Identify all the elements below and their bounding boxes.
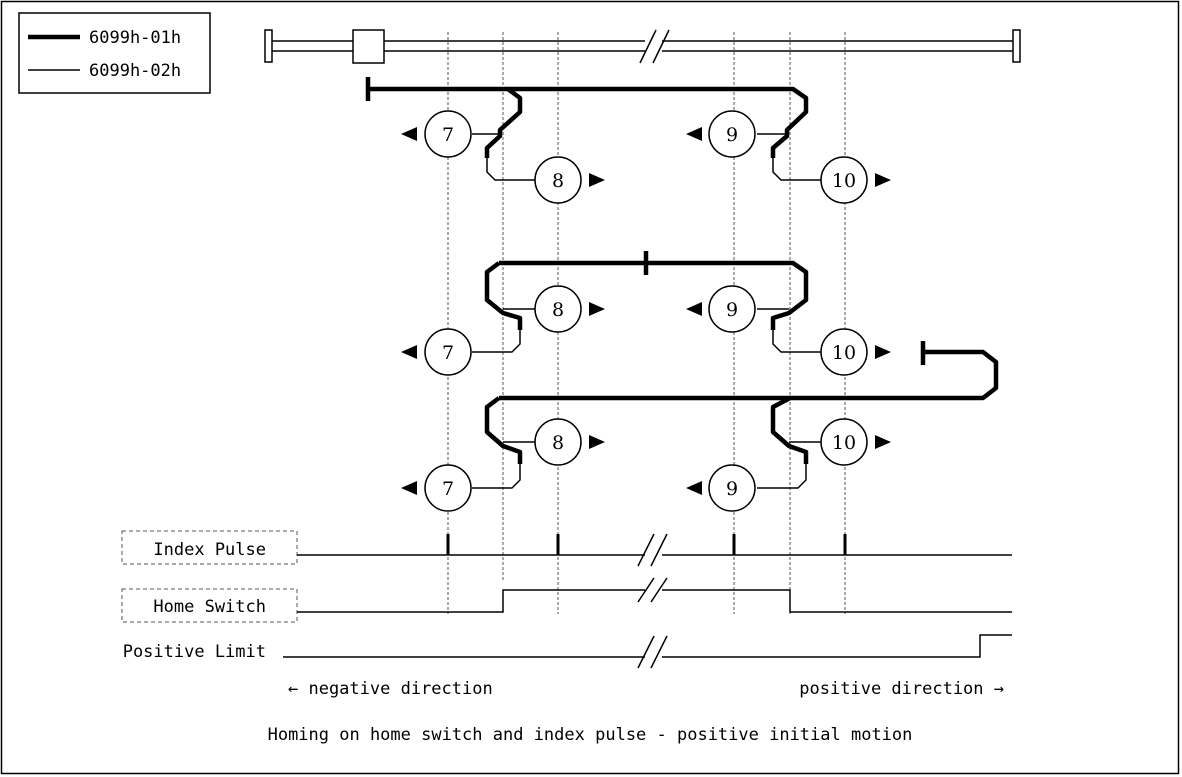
index-break-1 [637,533,655,567]
row3-return-path [499,349,999,401]
row1-thin-8 [486,150,535,181]
rail-right-stop [1012,29,1021,63]
marker-10-row3: 10 [820,418,868,466]
marker-8-row1: 8 [534,156,582,204]
arrow-left-9-row3 [686,481,702,495]
positive-direction-label: positive direction → [799,679,1004,699]
home-break-2 [650,577,668,603]
row1-right-path [508,86,809,158]
reference-lines [447,32,846,614]
row2-left-path [484,261,523,330]
arrow-right-8-row3 [589,435,605,449]
legend: 6099h-01h 6099h-02h [18,12,211,94]
row3-left-path [484,396,523,464]
carriage [352,29,385,64]
marker-label: 9 [726,299,738,321]
rail-left-stop [264,29,273,63]
marker-7-row3: 7 [424,464,472,512]
limit-break-1 [637,635,655,669]
marker-7-row1: 7 [424,110,472,158]
row3-thin-7 [472,456,521,489]
marker-label: 9 [726,124,738,146]
marker-label: 8 [552,299,564,321]
home-switch-label-box [121,588,298,623]
limit-break-2 [650,635,668,669]
rail-break-2 [652,29,670,64]
marker-10-row2: 10 [820,328,868,376]
axis-rail [264,29,1021,64]
index-break-2 [650,533,668,567]
marker-10-row1: 10 [820,156,868,204]
marker-label: 7 [442,478,454,500]
row3-right-path [770,396,809,464]
marker-label: 10 [832,170,856,192]
row3-thin-9 [757,456,807,489]
home-switch-trace-right [662,589,1012,613]
index-pulse-label: Index Pulse [153,540,266,560]
index-pulse-trace-right [662,534,1012,556]
row1-thin-10 [772,150,821,181]
legend-label-thick: 6099h-01h [89,28,181,48]
row2-thin-7 [472,322,521,353]
arrow-right-8-row1 [589,173,605,187]
home-break-1 [637,577,655,603]
marker-8-row3: 8 [534,418,582,466]
row2-thin-10 [772,322,821,353]
marker-9-row1: 9 [708,110,756,158]
signal-home-switch: Home Switch [121,577,1012,623]
signal-positive-limit: Positive Limit [123,634,1012,669]
arrow-right-10-row1 [875,173,891,187]
marker-9-row2: 9 [708,285,756,333]
signal-index-pulse: Index Pulse [121,530,1012,567]
marker-9-row3: 9 [708,464,756,512]
arrow-right-10-row3 [875,435,891,449]
row1-paths [365,77,821,181]
marker-8-row2: 8 [534,285,582,333]
arrow-left-7-row1 [401,127,417,141]
positive-limit-label: Positive Limit [123,642,266,662]
arrow-left-7-row3 [401,481,417,495]
marker-label: 8 [552,170,564,192]
row3-paths [472,341,999,489]
arrow-left-9-row1 [686,127,702,141]
arrow-left-7-row2 [401,345,417,359]
home-switch-label: Home Switch [153,597,266,617]
row2-main-path [499,260,809,330]
index-pulse-trace [297,534,645,556]
positive-limit-trace-right [662,634,1012,658]
marker-7-row2: 7 [424,328,472,376]
row2-paths [472,251,821,353]
arrow-right-8-row2 [589,302,605,316]
legend-label-thin: 6099h-02h [89,61,181,81]
markers: 7 8 9 10 8 9 7 10 [424,110,868,512]
home-switch-trace [297,589,645,613]
index-pulse-label-box [121,530,298,565]
rail-break-1 [639,29,657,64]
negative-direction-label: ← negative direction [288,679,493,699]
marker-label: 7 [442,342,454,364]
arrow-right-10-row2 [875,345,891,359]
marker-label: 10 [832,432,856,454]
marker-label: 10 [832,342,856,364]
direction-arrows [401,127,891,495]
legend-box [18,12,211,94]
marker-label: 7 [442,124,454,146]
marker-label: 8 [552,432,564,454]
diagram-caption: Homing on home switch and index pulse - … [268,725,913,745]
arrow-left-9-row2 [686,302,702,316]
marker-label: 9 [726,478,738,500]
